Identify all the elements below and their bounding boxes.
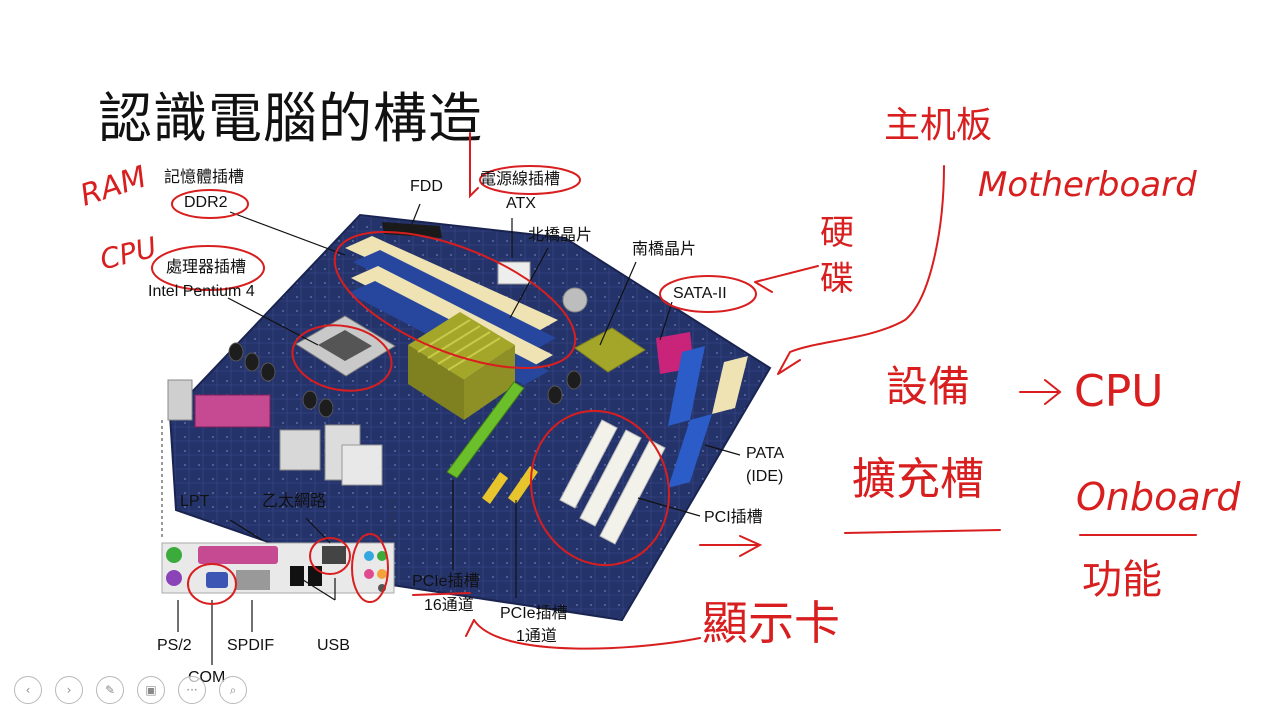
previous-slide-button[interactable]: ‹: [14, 676, 42, 704]
pcie16-slot: [446, 381, 525, 479]
label-pcie1-line1: PCIe插槽: [500, 605, 568, 622]
pen-button[interactable]: ✎: [96, 676, 124, 704]
presentation-toolbar: ‹ › ✎ ▣ ··· ⌕: [14, 676, 247, 708]
io-guide-lines: [161, 420, 394, 540]
label-southbridge: 南橋晶片: [632, 241, 697, 258]
board-io-panel: [167, 379, 383, 486]
label-usb: USB: [317, 637, 350, 654]
slides-icon: ▣: [145, 683, 157, 697]
floppy-slot: [712, 356, 748, 414]
cmos-battery: [562, 287, 588, 313]
chevron-right-icon: ›: [66, 683, 72, 697]
zoom-button[interactable]: ⌕: [219, 676, 247, 704]
capacitors: [228, 342, 582, 418]
southbridge-heatsink: [574, 327, 646, 373]
annotation-motherboard-en: Motherboard: [978, 165, 1197, 205]
more-icon: ···: [186, 683, 198, 697]
label-power-connector: 電源線插槽: [480, 171, 561, 188]
label-cpu-model: Intel Pentium 4: [148, 283, 255, 300]
northbridge-heatsink: [408, 312, 515, 420]
label-northbridge: 北橋晶片: [528, 227, 593, 244]
chevron-left-icon: ‹: [25, 683, 31, 697]
ide-connector-1: [668, 346, 705, 426]
zoom-icon: ⌕: [229, 682, 237, 697]
label-pci-slot: PCI插槽: [704, 509, 763, 526]
label-pcie16-line1: PCIe插槽: [412, 573, 480, 590]
label-pcie16-line2: 16通道: [424, 597, 474, 614]
label-lpt: LPT: [180, 493, 210, 510]
label-ps2: PS/2: [157, 637, 192, 654]
pen-icon: ✎: [104, 683, 116, 697]
label-cpu-socket: 處理器插槽: [166, 259, 247, 276]
label-pata: PATA: [746, 445, 785, 462]
label-memory-slot: 記憶體插槽: [164, 169, 245, 186]
label-ddr2: DDR2: [184, 194, 228, 211]
pci-slots: [559, 419, 666, 545]
ink-strokes: [151, 132, 1197, 650]
pcie1-slot-a: [482, 472, 508, 504]
annotation-function: 功能: [1082, 557, 1162, 603]
label-sata: SATA-II: [673, 285, 727, 302]
slide-title: 認識電腦的構造: [98, 87, 483, 150]
fdd-connector: [382, 222, 442, 238]
annotation-onboard: Onboard: [1076, 475, 1241, 519]
label-spdif: SPDIF: [227, 637, 275, 654]
ide-connector-2: [668, 414, 712, 488]
slides-button[interactable]: ▣: [137, 676, 165, 704]
label-pcie1-line2: 1通道: [516, 628, 557, 645]
label-ethernet: 乙太網路: [262, 493, 327, 510]
io-panel-closeup: [161, 542, 395, 594]
more-options-button[interactable]: ···: [178, 676, 206, 704]
label-fdd: FDD: [410, 178, 443, 195]
annotation-hard-disk: 硬碟: [820, 213, 854, 299]
annotation-cpu-right: CPU: [1074, 366, 1164, 417]
label-atx: ATX: [506, 195, 536, 212]
leader-lines: [177, 203, 741, 665]
annotation-expansion-slot: 擴充槽: [852, 454, 984, 505]
annotation-motherboard-cn: 主机板: [884, 105, 993, 146]
annotation-device: 設備: [886, 362, 971, 411]
label-ide: (IDE): [746, 468, 784, 485]
next-slide-button[interactable]: ›: [55, 676, 83, 704]
annotation-graphics-card: 顯示卡: [702, 596, 840, 650]
